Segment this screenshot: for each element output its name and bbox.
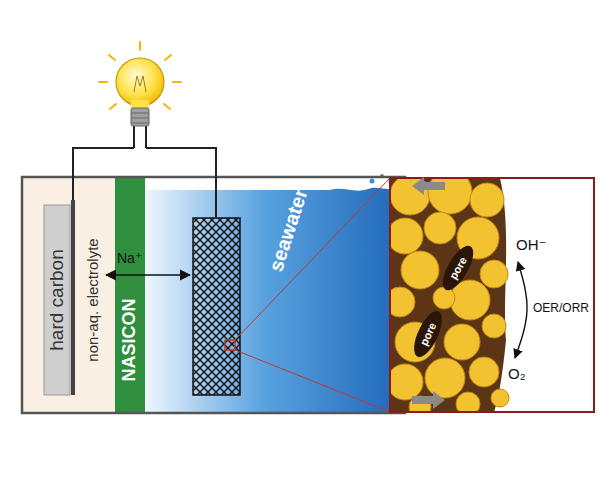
nasicon-band: NASICON [115,177,145,413]
catalyst-particle [470,183,504,217]
pore-ellipse [437,241,479,294]
nasicon-membrane [115,177,145,413]
species-label: O₂ [508,365,526,382]
catalyst-particle [390,364,423,400]
catalyst-particle [480,260,508,288]
catalyst-particle [425,358,465,398]
catalyst-particle [433,287,455,309]
mesh-cathode [193,218,240,395]
catalyst-particle [491,389,509,407]
catalyst-particle [482,314,506,338]
external-wire [73,126,216,218]
ion-label: Na⁺ [117,250,142,266]
anode-compartment [22,177,115,413]
current-collector [71,200,75,395]
catalyst-particle [390,287,415,317]
droplet [370,179,375,184]
inflow-arrow [412,177,445,195]
seawater-region: seawater [145,177,405,413]
catalyst-particle [424,212,456,244]
catalyst-particle [390,218,423,254]
seawater-label: seawater [264,186,311,274]
hard-carbon-electrode [44,205,70,395]
light-rays [99,42,181,109]
catalyst-particle [456,392,480,412]
reaction-arrow [515,262,527,358]
species-label: OH⁻ [516,236,546,253]
bulb-thread [131,113,149,123]
cell-housing [22,177,405,413]
catalyst-particle [469,357,499,387]
catalyst-particle [444,324,480,360]
cell-ground [22,177,405,413]
bulb-glass [116,58,164,106]
particle-cluster [390,178,509,412]
anode-compartment-labels: hard carbon non-aq. electrolyte [22,177,115,413]
outflow-arrow [412,391,445,409]
zoom-marker [225,340,235,350]
reaction-label: OER/ORR [533,302,589,316]
membrane-label: NASICON [120,298,140,381]
bulb-filament [134,76,146,92]
electrolyte-label: non-aq. electrolyte [85,238,102,361]
electrode-label: hard carbon [47,249,68,350]
inset-frame [390,178,594,412]
catalyst-particle [401,251,439,289]
light-bulb [99,42,181,126]
seawater-fill [145,188,405,413]
zoom-leader [235,178,390,412]
pore-ellipse [408,307,447,361]
bulb-base [131,108,149,126]
ion-transport-arrow [106,274,190,276]
